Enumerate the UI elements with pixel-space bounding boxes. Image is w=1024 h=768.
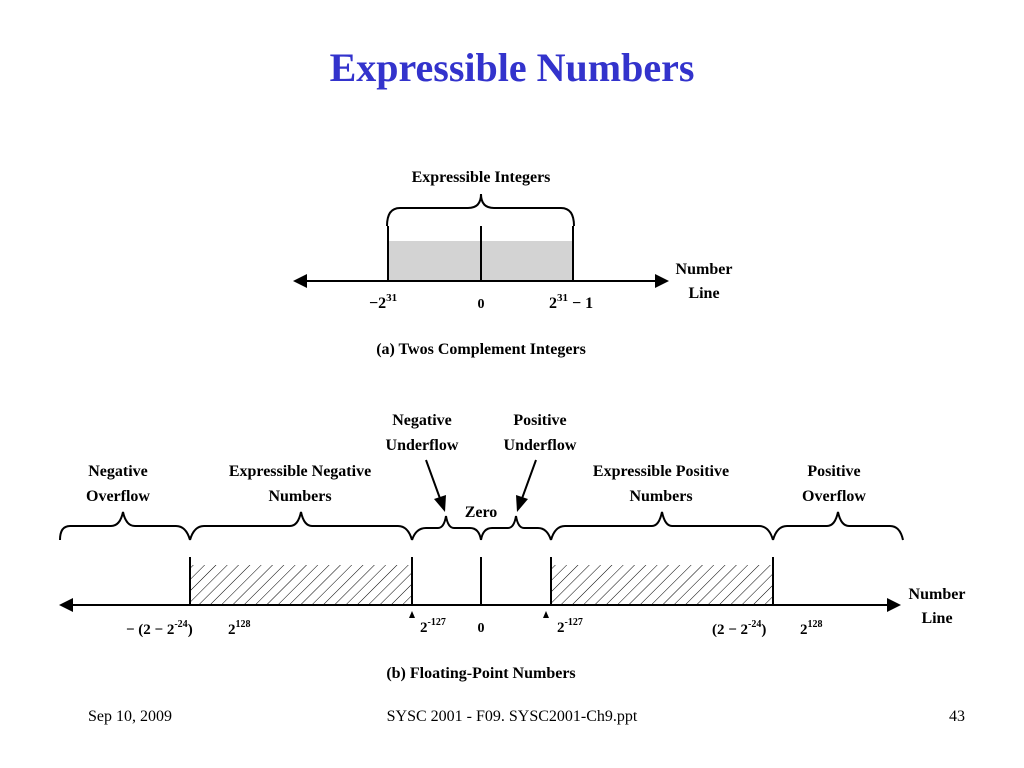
number-line-b-label-2: Line	[921, 610, 952, 627]
neg-overflow-label-1: Negative	[88, 463, 148, 480]
neg-underflow-label-2: Underflow	[386, 437, 459, 454]
pos-overflow-label-2: Overflow	[802, 488, 866, 505]
expr-pos-label-1: Expressible Positive	[593, 463, 729, 480]
tick-int-min: −231	[369, 292, 397, 312]
number-line-b-right-arrow	[887, 598, 901, 612]
number-line-a-left-arrow	[293, 274, 307, 288]
pos-underflow-edge-marker	[543, 611, 549, 618]
number-line-b-label-1: Number	[909, 586, 966, 603]
twos-complement-diagram: Expressible Integers Number Line −231 0 …	[293, 169, 732, 358]
tick-int-max: 231 − 1	[549, 292, 593, 312]
pos-underflow-label-2: Underflow	[504, 437, 577, 454]
pos-overflow-brace	[772, 511, 904, 541]
expressible-integers-label: Expressible Integers	[412, 169, 551, 186]
number-line-a-right-arrow	[655, 274, 669, 288]
tick-fp-zero: 0	[478, 621, 485, 636]
tick-int-zero: 0	[478, 297, 485, 312]
expr-neg-label-2: Numbers	[268, 488, 331, 505]
zero-label: Zero	[465, 504, 498, 521]
expr-pos-brace	[550, 511, 774, 541]
footer-date: Sep 10, 2009	[88, 708, 172, 725]
expr-neg-brace	[189, 511, 413, 541]
number-line-a-label-1: Number	[676, 261, 733, 278]
tick-fp-neg-max-scale: 2128	[228, 619, 251, 638]
pos-overflow-label-1: Positive	[807, 463, 860, 480]
caption-b: (b) Floating-Point Numbers	[386, 665, 575, 682]
tick-fp-pos-max-scale: 2128	[800, 619, 823, 638]
pos-underflow-pointer	[519, 459, 537, 505]
neg-underflow-label-1: Negative	[392, 412, 452, 429]
expr-pos-label-2: Numbers	[629, 488, 692, 505]
page-number: 43	[949, 708, 965, 725]
pos-underflow-brace	[480, 515, 552, 541]
caption-a: (a) Twos Complement Integers	[376, 341, 586, 358]
neg-underflow-edge-marker	[409, 611, 415, 618]
tick-fp-pos-min: 2-127	[557, 617, 583, 636]
number-line-a-label-2: Line	[688, 285, 719, 302]
tick-fp-neg-min: 2-127	[420, 617, 446, 636]
floating-point-diagram: Negative Overflow Expressible Negative N…	[59, 412, 965, 682]
pos-underflow-label-1: Positive	[513, 412, 566, 429]
neg-overflow-brace	[59, 511, 191, 541]
footer-course: SYSC 2001 - F09. SYSC2001-Ch9.ppt	[386, 708, 638, 725]
pos-underflow-pointer-head	[516, 495, 528, 512]
neg-underflow-pointer	[425, 459, 443, 505]
expr-neg-label-1: Expressible Negative	[229, 463, 371, 480]
tick-fp-pos-max: (2 − 2-24)	[712, 619, 766, 638]
tick-fp-neg-max: − (2 − 2-24)	[126, 619, 193, 638]
pos-range-hatch	[551, 565, 773, 604]
number-line-b-left-arrow	[59, 598, 73, 612]
expressible-integers-brace	[386, 193, 575, 227]
neg-underflow-pointer-head	[434, 495, 446, 512]
neg-overflow-label-2: Overflow	[86, 488, 150, 505]
slide-title: Expressible Numbers	[329, 45, 695, 90]
neg-underflow-brace	[411, 515, 482, 541]
neg-range-hatch	[190, 565, 412, 604]
